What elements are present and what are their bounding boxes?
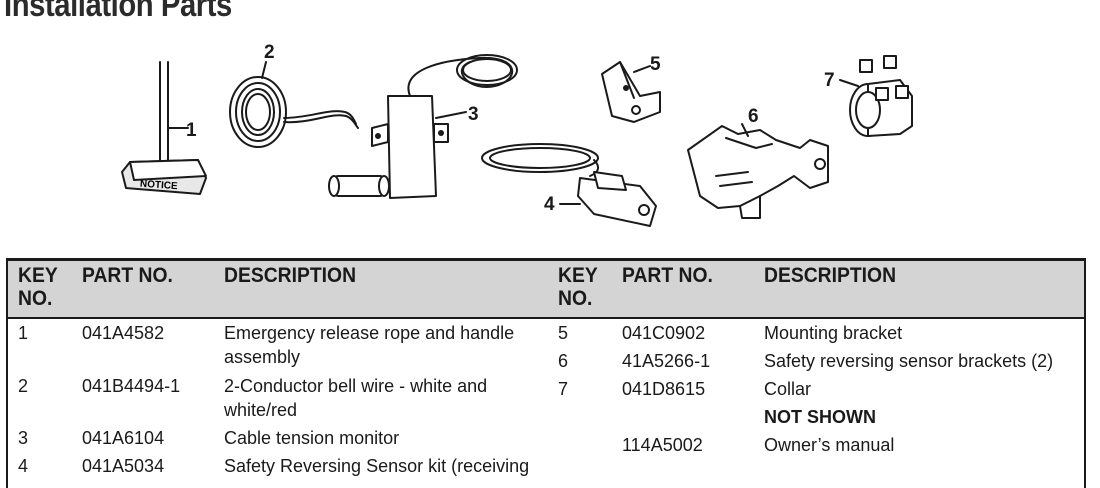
installation-parts-illustration: NOTICE 1 2 3 4: [121, 42, 913, 227]
row-description: Owner’s manual: [764, 435, 895, 455]
row-key: 7: [558, 379, 569, 399]
row-part-no: 041A6104: [82, 428, 165, 448]
not-shown-label: NOT SHOWN: [764, 407, 876, 427]
row-part-no: 41A5266-1: [622, 351, 711, 371]
header-part-no-right: PART NO.: [622, 264, 713, 287]
section-title: Installation Parts: [4, 0, 232, 24]
row-description: Safety Reversing Sensor kit (receiving: [224, 456, 530, 476]
header-key-no-right: KEY NO.: [558, 264, 598, 310]
row-description-cont: white/red: [224, 400, 298, 420]
row-key: 3: [18, 428, 29, 448]
header-description: DESCRIPTION: [224, 264, 357, 287]
row-part-no: 041A4582: [82, 323, 165, 343]
row-part-no: 041A5034: [82, 456, 165, 476]
row-key: 5: [558, 323, 569, 343]
callout-4: 4: [544, 194, 555, 215]
callout-5: 5: [650, 54, 661, 75]
part-3-cable-tension-monitor: 3: [328, 54, 518, 199]
callout-1: 1: [186, 120, 197, 141]
row-description: 2-Conductor bell wire - white and: [224, 376, 488, 396]
callout-6: 6: [748, 106, 759, 127]
header-key-no: KEY NO.: [18, 264, 58, 310]
part-6-sensor-brackets: 6: [687, 106, 829, 219]
callout-3: 3: [468, 104, 479, 125]
row-description: Safety reversing sensor brackets (2): [764, 351, 1054, 371]
row-description: Mounting bracket: [764, 323, 903, 343]
row-part-no: 041B4494-1: [82, 376, 181, 396]
part-7-collar: 7: [824, 55, 913, 137]
part-4-safety-sensor: 4: [481, 143, 657, 227]
table-header: KEY NO. PART NO. DESCRIPTION KEY NO. PAR…: [8, 261, 1084, 319]
row-part-no: 041D8615: [622, 379, 706, 399]
row-description-cont: assembly: [224, 347, 301, 367]
header-description-right: DESCRIPTION: [764, 264, 897, 287]
header-part-no: PART NO.: [82, 264, 173, 287]
row-key: 2: [18, 376, 29, 396]
row-description: Emergency release rope and handle: [224, 323, 515, 343]
row-key: 6: [558, 351, 569, 371]
callout-2: 2: [264, 42, 275, 63]
callout-7: 7: [824, 70, 835, 91]
part-2-bell-wire: 2: [229, 42, 359, 148]
row-description: Collar: [764, 379, 812, 399]
row-part-no: 041C0902: [622, 323, 706, 343]
row-key: 1: [18, 323, 29, 343]
row-description: Cable tension monitor: [224, 428, 400, 448]
part-1-rope-handle: NOTICE 1: [121, 61, 207, 195]
part-5-mounting-bracket: 5: [601, 54, 661, 123]
handle-notice-text: NOTICE: [140, 179, 179, 193]
row-key: 4: [18, 456, 29, 476]
row-part-no: 114A5002: [622, 435, 703, 455]
parts-table: KEY NO. PART NO. DESCRIPTION KEY NO. PAR…: [6, 258, 1086, 488]
